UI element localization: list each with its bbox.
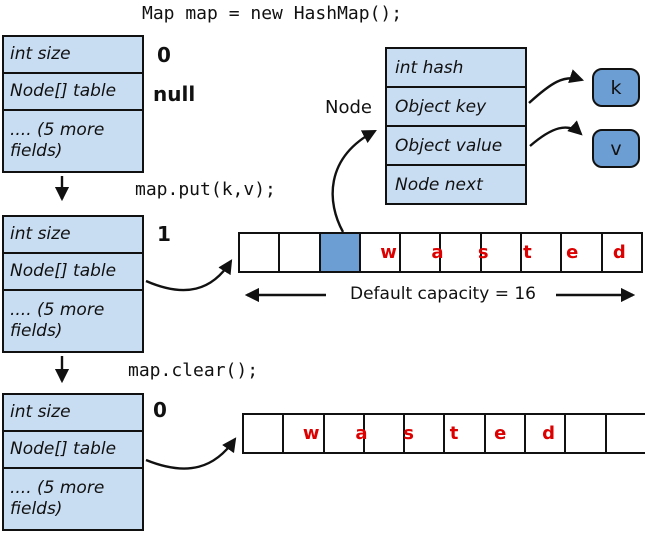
wasted-letter: d	[612, 242, 626, 263]
wasted-letter: s	[403, 423, 414, 444]
wasted-letter: a	[431, 242, 444, 263]
field-more-fields: .... (5 more fields)	[10, 299, 105, 341]
field-int-size: int size	[4, 217, 142, 254]
bucket-cell-occupied	[320, 234, 361, 271]
code-map-put: map.put(k,v);	[135, 179, 276, 200]
wasted-letters-middle: w a s t e d	[363, 232, 643, 273]
size-value-state-3: 0	[153, 398, 167, 422]
bucket-cell	[280, 234, 321, 271]
code-new-hashmap: Map map = new HashMap();	[142, 3, 403, 24]
bucket-cell	[405, 415, 446, 452]
field-node-table: Node[] table	[4, 432, 142, 469]
wasted-letter: w	[380, 242, 397, 263]
bucket-array-after-put	[238, 232, 643, 273]
map-object-state-2: int size Node[] table .... (5 more field…	[2, 215, 144, 353]
table-value-state-1: null	[153, 82, 196, 106]
field-int-size: int size	[4, 37, 142, 74]
bucket-cell	[325, 415, 365, 452]
field-more-fields: .... (5 more fields)	[10, 119, 105, 161]
bucket-cell	[607, 415, 645, 452]
wasted-letter: e	[494, 423, 507, 444]
bucket-cell	[486, 415, 527, 452]
bucket-cell	[244, 415, 285, 452]
field-object-key: Object key	[387, 88, 525, 127]
bucket-cell	[566, 415, 607, 452]
wasted-letter: s	[477, 242, 489, 263]
bucket-cell	[240, 234, 281, 271]
bucket-cell	[365, 415, 406, 452]
wasted-letter: t	[449, 423, 459, 444]
map-object-state-3: int size Node[] table .... (5 more field…	[2, 393, 144, 531]
table-to-array-arrow-middle	[145, 259, 233, 292]
field-int-size: int size	[4, 395, 142, 432]
default-capacity-caption: Default capacity = 16	[350, 284, 536, 304]
field-node-table: Node[] table	[4, 74, 142, 111]
field-node-table: Node[] table	[4, 254, 142, 291]
map-object-state-1: int size Node[] table .... (5 more field…	[2, 35, 144, 173]
bucket-cell	[526, 415, 567, 452]
table-to-array-arrow-bottom	[145, 437, 237, 470]
wasted-letter: a	[355, 423, 368, 444]
bucket-cell	[445, 415, 486, 452]
bucket-cell	[361, 234, 402, 271]
bucket-cell	[401, 234, 442, 271]
wasted-letter: t	[523, 242, 532, 263]
size-value-state-1: 0	[157, 43, 171, 67]
wasted-letters-bottom: w a s t e d	[285, 413, 573, 454]
field-node-next: Node next	[395, 174, 483, 195]
code-map-clear: map.clear();	[128, 360, 259, 381]
node-struct-box: int hash Object key Object value Node ne…	[385, 47, 527, 205]
size-value-state-2: 1	[157, 222, 171, 246]
bucket-cell	[441, 234, 482, 271]
key-reference-box: k	[592, 68, 640, 107]
bucket-cell	[482, 234, 523, 271]
wasted-letter: w	[302, 423, 320, 444]
value-to-v-arrow	[529, 120, 583, 147]
field-more-fields: .... (5 more fields)	[10, 477, 105, 519]
bucket-cell	[562, 234, 603, 271]
bucket-array-after-clear	[242, 413, 645, 454]
wasted-letter: e	[566, 242, 579, 263]
node-label: Node	[325, 97, 372, 118]
bucket-cell	[284, 415, 325, 452]
value-reference-box: v	[592, 129, 640, 168]
field-object-value: Object value	[387, 127, 525, 166]
wasted-letter: d	[542, 423, 556, 444]
bucket-cell	[522, 234, 563, 271]
field-int-hash: int hash	[387, 49, 525, 88]
key-to-k-arrow	[528, 69, 585, 104]
cell-to-node-arrow	[331, 129, 377, 233]
